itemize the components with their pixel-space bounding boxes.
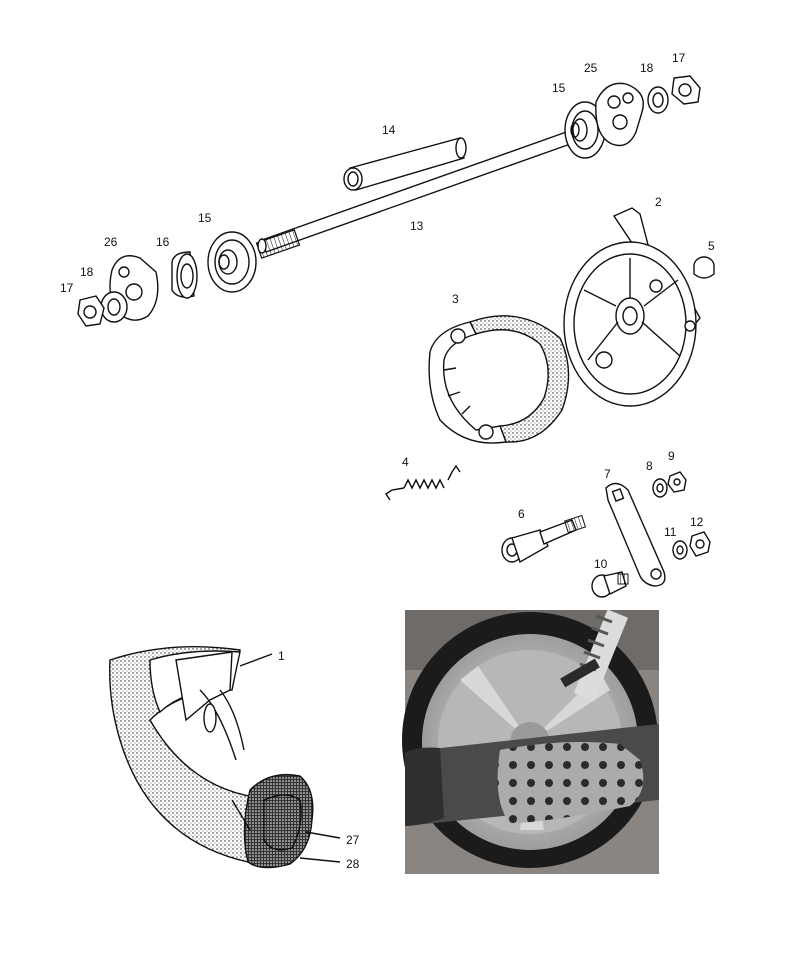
nut-right <box>671 75 701 105</box>
part-label-3: 3 <box>452 292 459 306</box>
washer-right <box>647 86 669 114</box>
dust-cap <box>693 256 715 279</box>
part-label-9: 9 <box>668 449 675 463</box>
part-label-7: 7 <box>604 467 611 481</box>
part-label-6: 6 <box>518 507 525 521</box>
bearing-right <box>564 101 606 159</box>
part-label-15: 15 <box>552 81 566 95</box>
part-label-18: 18 <box>80 265 94 279</box>
bearing-left <box>207 231 257 293</box>
spacer-collar-left <box>171 251 198 299</box>
part-label-13: 13 <box>410 219 424 233</box>
part-label-18: 18 <box>640 61 654 75</box>
scooter-rear-wheel-photo <box>402 609 659 874</box>
brake-lever <box>605 482 666 587</box>
part-label-28: 28 <box>346 857 360 871</box>
pivot-pin <box>591 571 629 598</box>
part-label-17: 17 <box>60 281 74 295</box>
part-label-25: 25 <box>584 61 598 75</box>
part-label-15: 15 <box>198 211 212 225</box>
part-label-12: 12 <box>690 515 704 529</box>
part-label-17: 17 <box>672 51 686 65</box>
part-label-10: 10 <box>594 557 608 571</box>
nut-12 <box>689 531 711 557</box>
part-label-11: 11 <box>664 525 677 539</box>
part-label-16: 16 <box>156 235 170 249</box>
nut-left <box>77 295 105 327</box>
brake-camshaft <box>501 514 587 564</box>
part-label-14: 14 <box>382 123 396 137</box>
washer-8 <box>652 478 668 498</box>
brake-backing-plate <box>563 207 701 407</box>
return-spring <box>385 464 461 501</box>
spacer-tube <box>343 137 467 191</box>
part-label-4: 4 <box>402 455 409 469</box>
wheel-cutaway <box>109 645 341 869</box>
nut-9 <box>667 471 687 493</box>
washer-11 <box>672 540 688 560</box>
part-label-5: 5 <box>708 239 715 253</box>
part-label-27: 27 <box>346 833 360 847</box>
part-label-26: 26 <box>104 235 118 249</box>
washer-left <box>100 291 128 323</box>
part-label-8: 8 <box>646 459 653 473</box>
brake-anchor-plate-right <box>595 82 644 147</box>
part-label-1: 1 <box>278 649 285 663</box>
part-label-2: 2 <box>655 195 662 209</box>
axle <box>255 129 577 259</box>
brake-shoes <box>428 315 570 444</box>
